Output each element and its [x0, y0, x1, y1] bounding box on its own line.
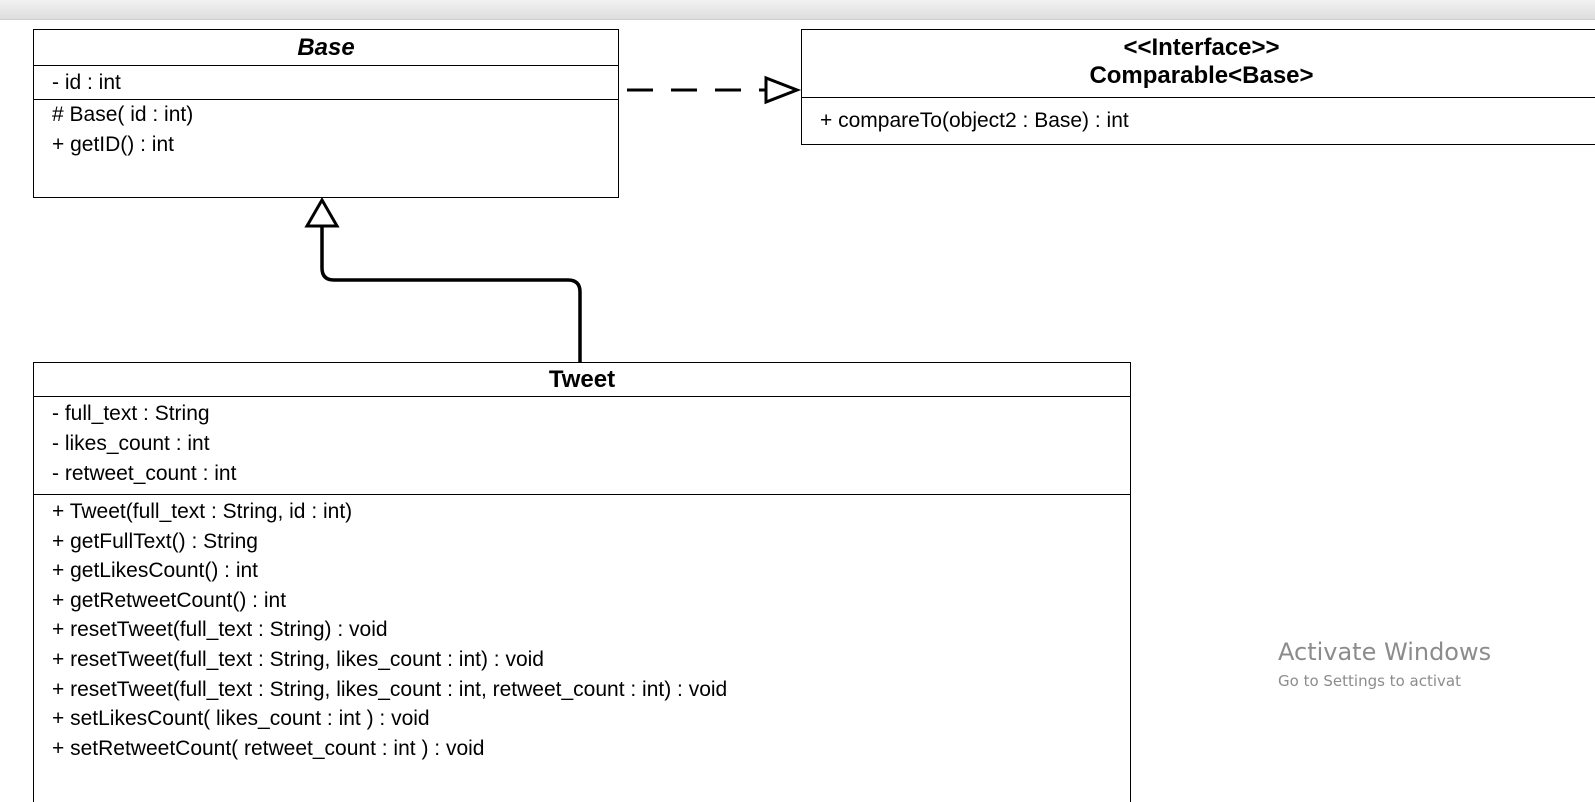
activate-windows-watermark: Activate Windows Go to Settings to activ…	[1278, 638, 1491, 692]
generalization-line	[320, 226, 582, 362]
attributes-section: - id : int	[34, 66, 618, 100]
class-tweet: Tweet - full_text : String - likes_count…	[33, 362, 1131, 802]
operation: + getFullText() : String	[52, 529, 258, 553]
operations-section: + compareTo(object2 : Base) : int	[802, 98, 1595, 136]
operations-section: # Base( id : int) + getID() : int	[34, 100, 618, 160]
operation: + compareTo(object2 : Base) : int	[820, 109, 1129, 132]
operation: + getRetweetCount() : int	[52, 588, 287, 612]
operation: # Base( id : int)	[52, 103, 194, 126]
generalization-edge	[304, 196, 582, 362]
realization-arrowhead-icon	[764, 75, 802, 105]
attribute: - full_text : String	[52, 402, 210, 425]
attributes-section: - full_text : String - likes_count : int…	[34, 397, 1130, 495]
attribute: - retweet_count : int	[52, 462, 237, 485]
operations-section: + Tweet(full_text : String, id : int) + …	[34, 495, 1130, 763]
operation: + resetTweet(full_text : String) : void	[52, 618, 388, 642]
class-title: Tweet	[34, 363, 1130, 397]
class-base: Base - id : int # Base( id : int) + getI…	[33, 29, 619, 198]
class-title: Base	[34, 30, 618, 66]
realization-edge	[627, 75, 802, 105]
operation: + setRetweetCount( retweet_count : int )…	[52, 736, 485, 760]
watermark-title: Activate Windows	[1278, 638, 1492, 666]
interface-title: Comparable<Base>	[1089, 62, 1314, 89]
window-top-bar	[0, 0, 1595, 20]
interface-title-block: <<Interface>> Comparable<Base>	[802, 30, 1595, 98]
watermark-subtitle: Go to Settings to activat	[1278, 672, 1461, 690]
operation: + setLikesCount( likes_count : int ) : v…	[52, 707, 430, 731]
operation: + resetTweet(full_text : String, likes_c…	[52, 647, 544, 671]
stereotype-label: <<Interface>>	[1123, 34, 1280, 61]
attribute: - likes_count : int	[52, 432, 210, 455]
interface-comparable: <<Interface>> Comparable<Base> + compare…	[801, 29, 1595, 145]
operation: + Tweet(full_text : String, id : int)	[52, 500, 353, 523]
operation: + resetTweet(full_text : String, likes_c…	[52, 677, 728, 701]
operation: + getID() : int	[52, 133, 174, 156]
operation: + getLikesCount() : int	[52, 559, 259, 583]
attribute: - id : int	[52, 71, 121, 94]
generalization-arrowhead-icon	[304, 196, 340, 228]
